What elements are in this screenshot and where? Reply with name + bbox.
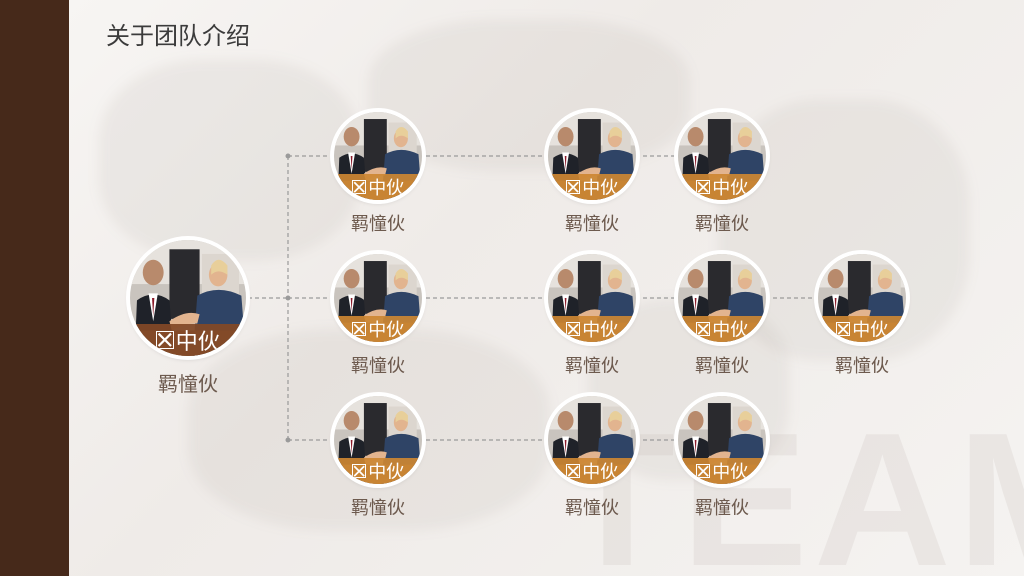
box-x-icon xyxy=(695,321,711,337)
member-avatar[interactable]: 中伙 xyxy=(334,254,422,342)
member-avatar[interactable]: 中伙 xyxy=(548,254,636,342)
member-name: 羁憧伙 xyxy=(351,498,405,519)
role-badge: 中伙 xyxy=(548,174,636,200)
role-badge-label: 中伙 xyxy=(852,320,889,341)
role-badge: 中伙 xyxy=(548,458,636,484)
member-name: 羁憧伙 xyxy=(695,214,749,235)
box-x-icon xyxy=(351,463,367,479)
member-avatar[interactable]: 中伙 xyxy=(678,112,766,200)
member-name: 羁憧伙 xyxy=(695,498,749,519)
member-avatar[interactable]: 中伙 xyxy=(818,254,906,342)
role-badge: 中伙 xyxy=(334,316,422,342)
role-badge: 中伙 xyxy=(678,316,766,342)
background-team-watermark: TEAM xyxy=(559,394,1024,576)
role-badge-label: 中伙 xyxy=(582,320,619,341)
role-badge-label: 中伙 xyxy=(368,320,405,341)
box-x-icon xyxy=(351,321,367,337)
role-badge-label: 中伙 xyxy=(582,178,619,199)
member-avatar[interactable]: 中伙 xyxy=(548,112,636,200)
role-badge-label: 中伙 xyxy=(175,330,220,355)
member-avatar[interactable]: 中伙 xyxy=(678,254,766,342)
role-badge-label: 中伙 xyxy=(368,178,405,199)
left-side-bar xyxy=(0,0,69,576)
box-x-icon xyxy=(565,179,581,195)
box-x-icon xyxy=(695,179,711,195)
role-badge: 中伙 xyxy=(334,174,422,200)
member-name: 羁憧伙 xyxy=(835,356,889,377)
role-badge: 中伙 xyxy=(818,316,906,342)
member-avatar[interactable]: 中伙 xyxy=(334,396,422,484)
role-badge-label: 中伙 xyxy=(712,462,749,483)
page-title: 关于团队介绍 xyxy=(106,22,250,50)
box-x-icon xyxy=(695,463,711,479)
member-name: 羁憧伙 xyxy=(565,498,619,519)
member-avatar[interactable]: 中伙 xyxy=(548,396,636,484)
member-avatar[interactable]: 中伙 xyxy=(678,396,766,484)
member-name: 羁憧伙 xyxy=(158,372,218,396)
member-name: 羁憧伙 xyxy=(695,356,749,377)
member-name: 羁憧伙 xyxy=(351,214,405,235)
role-badge: 中伙 xyxy=(678,458,766,484)
role-badge: 中伙 xyxy=(548,316,636,342)
role-badge-label: 中伙 xyxy=(582,462,619,483)
role-badge: 中伙 xyxy=(130,324,246,356)
member-name: 羁憧伙 xyxy=(565,214,619,235)
role-badge-label: 中伙 xyxy=(712,178,749,199)
member-avatar[interactable]: 中伙 xyxy=(334,112,422,200)
member-avatar[interactable]: 中伙 xyxy=(130,240,246,356)
role-badge: 中伙 xyxy=(678,174,766,200)
member-name: 羁憧伙 xyxy=(351,356,405,377)
box-x-icon xyxy=(351,179,367,195)
member-name: 羁憧伙 xyxy=(565,356,619,377)
role-badge: 中伙 xyxy=(334,458,422,484)
box-x-icon xyxy=(565,463,581,479)
box-x-icon xyxy=(156,331,174,349)
role-badge-label: 中伙 xyxy=(368,462,405,483)
box-x-icon xyxy=(835,321,851,337)
role-badge-label: 中伙 xyxy=(712,320,749,341)
box-x-icon xyxy=(565,321,581,337)
